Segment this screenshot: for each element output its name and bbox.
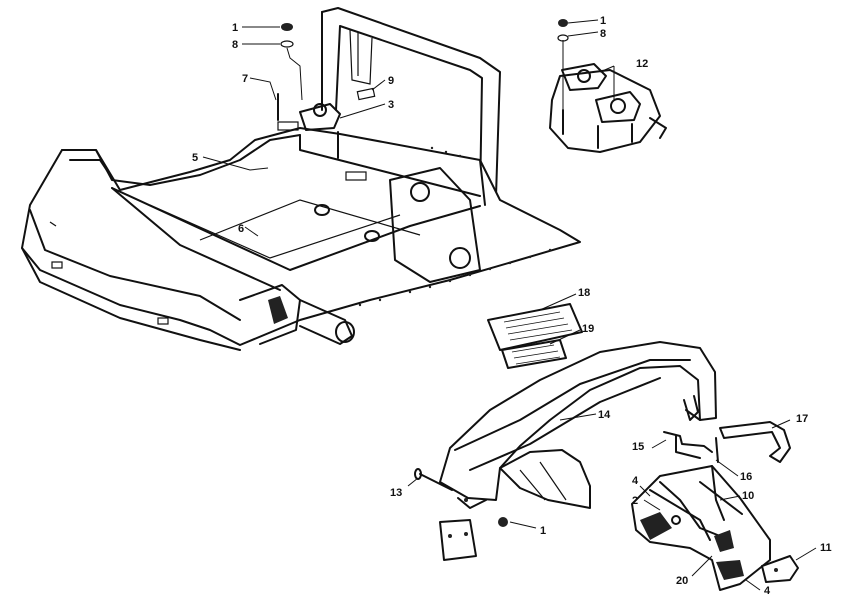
leader-lines xyxy=(202,19,817,591)
callout-13: 13 xyxy=(390,487,402,499)
callout-14: 14 xyxy=(598,409,611,421)
callout-2: 2 xyxy=(632,495,638,507)
mount-inset xyxy=(549,19,667,153)
callout-5: 5 xyxy=(192,152,198,164)
callout-8-top-right: 8 xyxy=(600,28,606,40)
callout-11: 11 xyxy=(820,542,832,554)
decal-18 xyxy=(487,303,583,351)
callout-18: 18 xyxy=(578,287,590,299)
bracket-assembly xyxy=(631,465,799,591)
nut-washer-left xyxy=(280,23,303,101)
handle-17 xyxy=(719,421,791,463)
callouts: 1 8 7 9 3 5 6 1 8 12 18 19 14 17 15 16 1… xyxy=(192,15,832,597)
hinge-bracket xyxy=(663,395,719,463)
callout-4-lower: 4 xyxy=(764,585,771,597)
callout-1-top-left: 1 xyxy=(232,22,238,34)
callout-9: 9 xyxy=(388,75,394,87)
callout-7: 7 xyxy=(242,73,248,85)
callout-12: 12 xyxy=(636,58,648,70)
callout-4-upper: 4 xyxy=(632,475,639,487)
callout-15: 15 xyxy=(632,441,644,453)
pad-9 xyxy=(356,87,376,101)
callout-8-top-left: 8 xyxy=(232,39,238,51)
callout-6: 6 xyxy=(238,223,244,235)
decal-19 xyxy=(501,339,567,369)
callout-1-top-right: 1 xyxy=(600,15,606,27)
callout-10: 10 xyxy=(742,490,754,502)
callout-19: 19 xyxy=(582,323,594,335)
callout-20: 20 xyxy=(676,575,688,587)
callout-3: 3 xyxy=(388,99,394,111)
callout-16: 16 xyxy=(740,471,752,483)
bolt-13 xyxy=(414,468,508,527)
callout-1-fender: 1 xyxy=(540,525,546,537)
fender xyxy=(439,341,717,561)
callout-17: 17 xyxy=(796,413,808,425)
chassis-frame xyxy=(21,7,581,351)
